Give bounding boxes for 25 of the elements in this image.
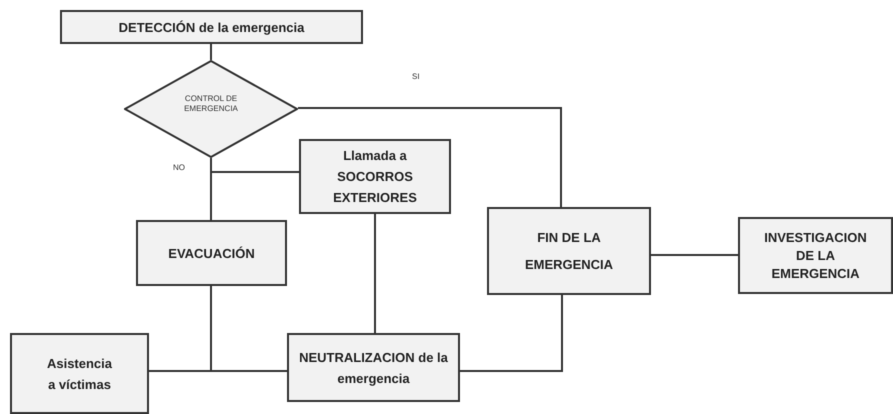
process-box xyxy=(738,217,893,294)
process-box xyxy=(299,139,451,214)
node-label: INVESTIGACION DE LA EMERGENCIA xyxy=(763,228,868,282)
process-box xyxy=(136,220,287,286)
connector-line xyxy=(651,254,738,256)
connector-line xyxy=(298,107,562,207)
connector-line xyxy=(460,295,563,372)
connector-line xyxy=(210,44,212,60)
node-label: EVACUACIÓN xyxy=(168,244,255,262)
decision-diamond xyxy=(124,60,298,158)
node-label: CONTROL DE EMERGENCIA xyxy=(183,94,239,114)
node-label: FIN DE LA EMERGENCIA xyxy=(524,229,614,274)
process-box xyxy=(10,333,149,414)
connector-line xyxy=(374,214,376,333)
edge-label: SI xyxy=(411,72,421,81)
node-label: NEUTRALIZACION de la emergencia xyxy=(298,348,448,388)
process-box xyxy=(60,10,363,44)
node-label: Llamada a SOCORROS EXTERIORES xyxy=(332,147,418,207)
process-box xyxy=(287,333,460,402)
connector-line xyxy=(210,158,299,173)
edge-label: NO xyxy=(172,163,186,172)
process-box xyxy=(487,207,651,295)
node-label: DETECCIÓN de la emergencia xyxy=(118,18,304,37)
connector-line xyxy=(210,286,287,372)
node-label: Asistencia a víctimas xyxy=(46,354,114,394)
